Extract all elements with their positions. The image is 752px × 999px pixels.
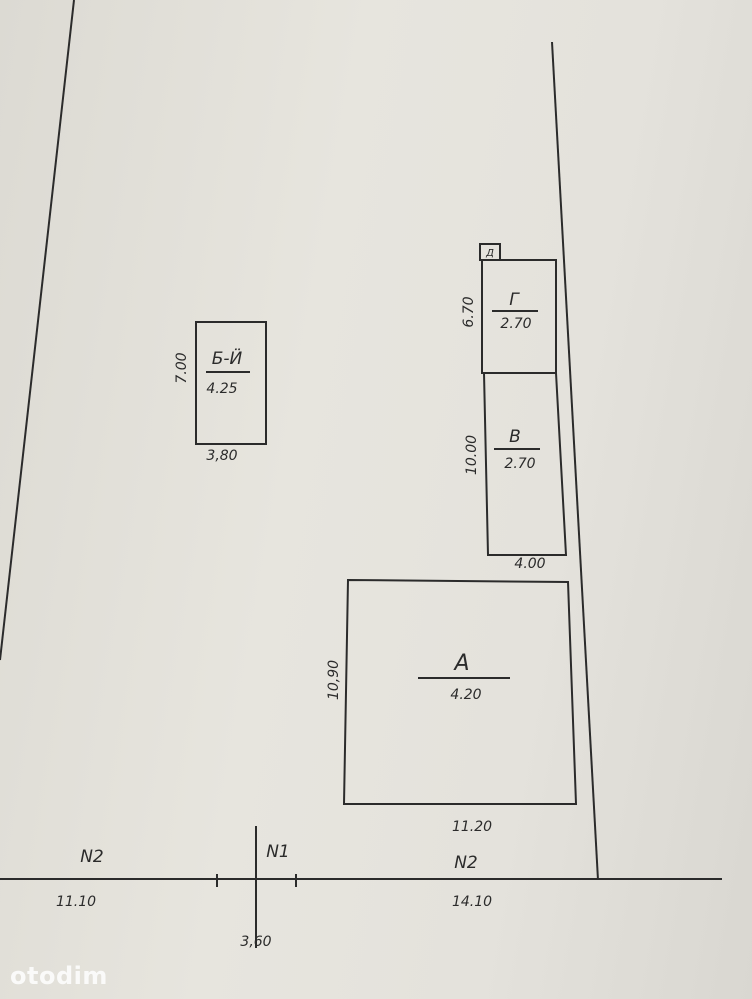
building-d-letter: Д: [485, 248, 494, 259]
building-b-height: 4.25: [206, 381, 237, 397]
left-neighbor-label: N2: [80, 847, 104, 867]
building-v-letter: В: [509, 427, 521, 447]
building-a-letter: А: [452, 651, 469, 676]
building-g-letter: Г: [509, 290, 520, 310]
building-b-letter: Б-Ӥ: [212, 348, 243, 369]
building-g-side: 6.70: [461, 296, 477, 327]
right-neighbor-label: N2: [454, 853, 478, 873]
right-boundary-line: [551, 41, 599, 881]
watermark-logo: otodim: [10, 962, 108, 990]
building-a-bottom: 11.20: [452, 819, 492, 835]
building-v: [482, 372, 568, 556]
left-boundary-line: [0, 0, 75, 661]
building-b-side: 7.00: [174, 352, 190, 383]
left-frontage-length: 11.10: [56, 894, 96, 910]
building-b: [195, 321, 267, 445]
building-b-bottom: 3,80: [206, 448, 237, 464]
building-d: [479, 243, 501, 261]
right-frontage-length: 14.10: [452, 894, 492, 910]
building-v-height: 2.70: [504, 456, 535, 472]
building-a: [342, 578, 578, 805]
building-a-side: 10,90: [326, 660, 342, 700]
building-a-height: 4.20: [450, 687, 481, 703]
building-g-height: 2.70: [500, 316, 531, 332]
building-v-bottom: 4.00: [514, 556, 545, 572]
gate-length: 3,60: [240, 934, 271, 950]
gate-label: N1: [266, 842, 290, 862]
building-v-side: 10.00: [464, 435, 480, 475]
